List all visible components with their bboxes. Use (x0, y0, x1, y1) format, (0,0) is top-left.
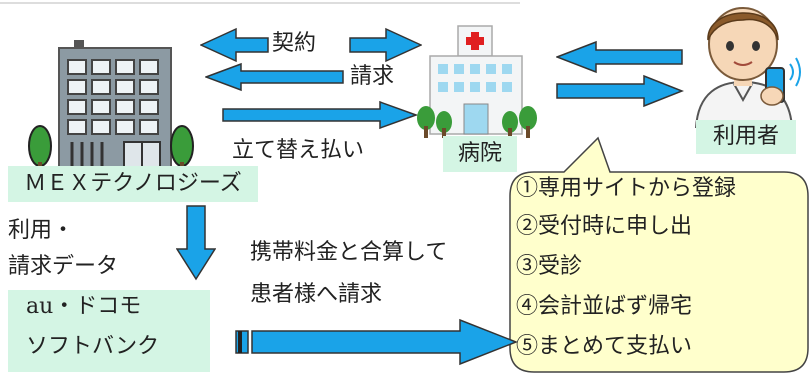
usage-data-label-line1: 利用・ (8, 218, 75, 243)
step-5: ⑤まとめて支払い (516, 334, 693, 359)
hospital-label: 病院 (443, 136, 517, 172)
user-label: 利用者 (696, 120, 796, 154)
billing-label: 請求 (350, 64, 395, 89)
combined-billing-line2: 患者様へ請求 (250, 282, 383, 307)
advance-payment-label: 立て替え払い (232, 138, 365, 163)
big-right-arrow-icon (234, 318, 518, 366)
carrier-box (8, 290, 210, 372)
usage-data-label-line2: 請求データ (8, 254, 119, 279)
hospital-icon (412, 22, 540, 140)
step-4: ④会計並ばず帰宅 (516, 294, 693, 319)
step-2: ②受付時に申し出 (516, 214, 693, 239)
contract-arrow-icon (200, 25, 422, 65)
down-arrow-icon (176, 205, 216, 281)
top-rule (0, 2, 520, 4)
user-to-hospital-arrow-icon (556, 40, 684, 74)
billing-arrow-icon (205, 62, 345, 92)
steps-bubble (506, 136, 810, 374)
step-1: ①専用サイトから登録 (516, 176, 737, 201)
smartphone-user-icon (676, 0, 810, 128)
company-label: ＭＥＸテクノロジーズ (8, 166, 258, 202)
advance-payment-arrow-icon (222, 100, 418, 130)
hospital-to-user-arrow-icon (556, 74, 684, 108)
contract-label: 契約 (272, 31, 317, 56)
combined-billing-line1: 携帯料金と合算して (250, 240, 448, 265)
office-building-icon (24, 38, 194, 178)
carrier-line2: ソフトバンク (26, 334, 160, 359)
carrier-line1: au・ドコモ (26, 294, 142, 319)
step-3: ③受診 (516, 254, 583, 279)
